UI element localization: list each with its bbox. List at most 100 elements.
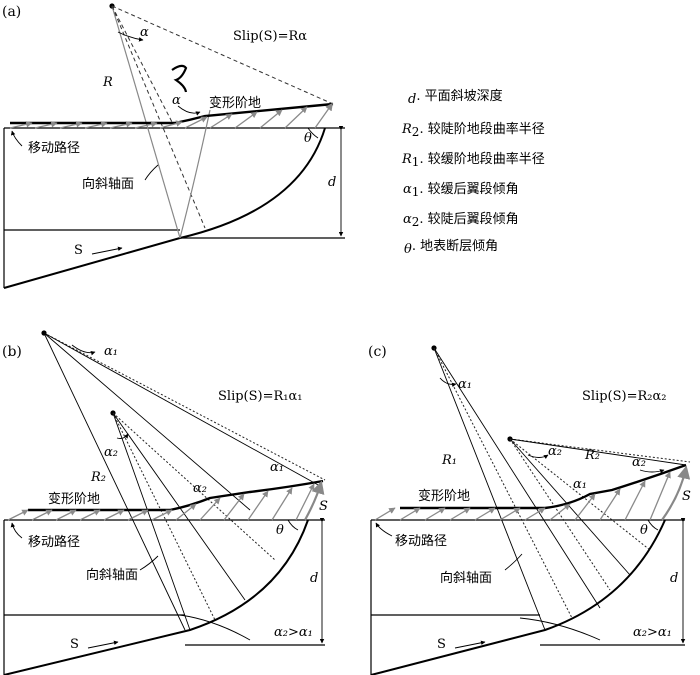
panel-b-angle-arc-top bbox=[71, 344, 96, 356]
panel-b-terrace bbox=[28, 479, 324, 512]
panel-a-angle-arc-top bbox=[117, 31, 144, 42]
panel-c-alpha1-top: α₁ bbox=[458, 377, 472, 392]
panel-a-axial-surface bbox=[179, 109, 211, 239]
panel-c-compare: α₂>α₁ bbox=[633, 625, 672, 640]
panel-b-alpha1-curve: α₁ bbox=[270, 460, 284, 475]
panel-b: (b) bbox=[2, 330, 328, 675]
panel-b-d-label: d bbox=[310, 571, 318, 586]
panel-b-r2-ray bbox=[112, 412, 246, 601]
legend: d. 平面斜坡深度 R2. 较陡阶地段曲率半径 R1. 较缓阶地段曲率半径 α1… bbox=[401, 88, 545, 257]
panel-a-radius-dashed bbox=[111, 5, 206, 229]
panel-c-r1-radius bbox=[433, 347, 546, 631]
panel-b-alpha1-top: α₁ bbox=[104, 344, 118, 359]
panel-c-theta-label: θ bbox=[640, 523, 648, 538]
panel-b-alpha2-curve: α₂ bbox=[193, 481, 207, 496]
panel-c-alpha2-curve: α₂ bbox=[632, 455, 646, 470]
legend-item: d. 平面斜坡深度 bbox=[408, 88, 503, 107]
panel-a-fold-dashed bbox=[111, 5, 173, 123]
panel-c-r1-ray bbox=[433, 347, 601, 609]
panel-a-label-R: R bbox=[102, 75, 113, 90]
panel-c-R1: R₁ bbox=[441, 453, 457, 468]
panel-b-axial-label: 向斜轴面 bbox=[86, 567, 138, 583]
panel-a-label-alpha-bend: α bbox=[172, 93, 181, 108]
panel-a-theta-arc bbox=[307, 127, 319, 139]
panel-b-theta-label: θ bbox=[276, 523, 284, 538]
panel-b-slip-arrow bbox=[87, 640, 119, 649]
panel-a-s-label: S bbox=[74, 243, 83, 258]
panel-c-s-right: S bbox=[682, 489, 691, 504]
panel-a-terrace bbox=[10, 102, 334, 125]
panel-c-angle-arc-top bbox=[439, 377, 457, 388]
panel-c-axial-pointer bbox=[504, 553, 523, 571]
panel-b-r1-dot bbox=[43, 332, 326, 481]
panel-a-axial-pointer bbox=[144, 164, 159, 181]
panel-b-angle-arc-r2 bbox=[116, 433, 129, 439]
panel-b-slip-curve-arrow bbox=[304, 480, 325, 521]
panel-b-fault bbox=[3, 519, 309, 675]
panel-c-terrace-label: 变形阶地 bbox=[418, 488, 470, 504]
panel-a-displacement-arrows bbox=[9, 102, 333, 129]
legend-item: α1. 较缓后翼段倾角 bbox=[403, 182, 519, 199]
panel-b-r2-dot1 bbox=[112, 412, 216, 621]
panel-c-r1-dot bbox=[433, 347, 573, 619]
panel-b-slip-formula: Slip(S)=R₁α₁ bbox=[218, 389, 302, 404]
panel-b-r1-ray1 bbox=[43, 332, 321, 487]
panel-a-slip-formula: Slip(S)=Rα bbox=[233, 29, 307, 44]
panel-c-angle-arc-curve bbox=[639, 469, 665, 474]
panel-b-terrace-label: 变形阶地 bbox=[48, 491, 100, 507]
panel-b-r1-ray2 bbox=[43, 332, 251, 511]
panel-b-s-label: S bbox=[70, 637, 79, 652]
panel-b-r2-radius bbox=[112, 412, 191, 631]
legend-item: θ. 地表断层倾角 bbox=[404, 239, 498, 257]
panel-c-alpha1-curve: α₁ bbox=[573, 477, 587, 492]
panel-c-theta-arc bbox=[647, 519, 659, 531]
legend-item: α2. 较陡后翼段倾角 bbox=[403, 212, 519, 229]
panel-a-slip-arrow bbox=[91, 246, 123, 255]
panel-a-rotation-arrow bbox=[171, 64, 188, 93]
panel-b-label: (b) bbox=[2, 344, 22, 360]
panel-c-alpha2: α₂ bbox=[548, 444, 562, 459]
panel-b-path-label: 移动路径 bbox=[28, 534, 80, 550]
panel-a-fault bbox=[3, 127, 326, 289]
panel-c-path-pointer bbox=[375, 522, 393, 537]
panel-c-fault bbox=[370, 519, 666, 675]
panel-c-label: (c) bbox=[368, 344, 387, 360]
panel-a: (a) bbox=[2, 3, 345, 289]
panel-c-d-label: d bbox=[670, 571, 678, 586]
panel-c-slip-arrow bbox=[454, 640, 486, 649]
panel-c-angle-arc-r2 bbox=[527, 454, 549, 460]
panel-b-R2: R₂ bbox=[90, 470, 106, 485]
panel-a-d-label: d bbox=[328, 175, 336, 190]
panel-c-r2-dot-top bbox=[509, 438, 691, 463]
panel-a-theta-label: θ bbox=[304, 131, 312, 146]
panel-c-R2: R₂ bbox=[584, 448, 600, 463]
panel-c-displacement-arrows bbox=[374, 471, 671, 521]
panel-a-terrace-label: 变形阶地 bbox=[209, 95, 261, 111]
panel-c-path-label: 移动路径 bbox=[395, 533, 447, 549]
panel-c-flat-curve bbox=[519, 617, 601, 641]
panel-c-r2-ray1 bbox=[509, 438, 687, 466]
panel-b-r1-radius bbox=[43, 332, 186, 631]
panel-b-compare: α₂>α₁ bbox=[274, 625, 313, 640]
panel-b-alpha2: α₂ bbox=[104, 445, 118, 460]
panel-a-slip-dashed bbox=[111, 5, 334, 105]
panel-a-angle-arc-bend bbox=[177, 105, 201, 116]
panel-b-r2-dot2 bbox=[112, 412, 276, 561]
panel-a-path-pointer bbox=[10, 130, 23, 147]
panel-c: (c) bbox=[368, 344, 691, 675]
panel-b-theta-arc bbox=[287, 519, 299, 531]
panel-c-slip-formula: Slip(S)=R₂α₂ bbox=[582, 389, 666, 404]
panel-c-s-label: S bbox=[437, 637, 446, 652]
panel-b-displacement-arrows bbox=[7, 483, 315, 521]
panel-a-path-label: 移动路径 bbox=[28, 140, 80, 156]
panel-a-label-alpha-top: α bbox=[140, 25, 149, 40]
legend-item: R1. 较缓阶地段曲率半径 bbox=[401, 151, 545, 169]
panel-b-axial-pointer bbox=[139, 555, 159, 571]
panel-c-axial-label: 向斜轴面 bbox=[440, 570, 492, 586]
panel-b-s-right: S bbox=[319, 499, 328, 514]
panel-b-path-pointer bbox=[10, 522, 23, 539]
panel-c-slip-curve-arrow bbox=[661, 465, 691, 521]
panel-b-flat-curve bbox=[179, 614, 251, 641]
panel-a-axial-label: 向斜轴面 bbox=[82, 176, 134, 192]
